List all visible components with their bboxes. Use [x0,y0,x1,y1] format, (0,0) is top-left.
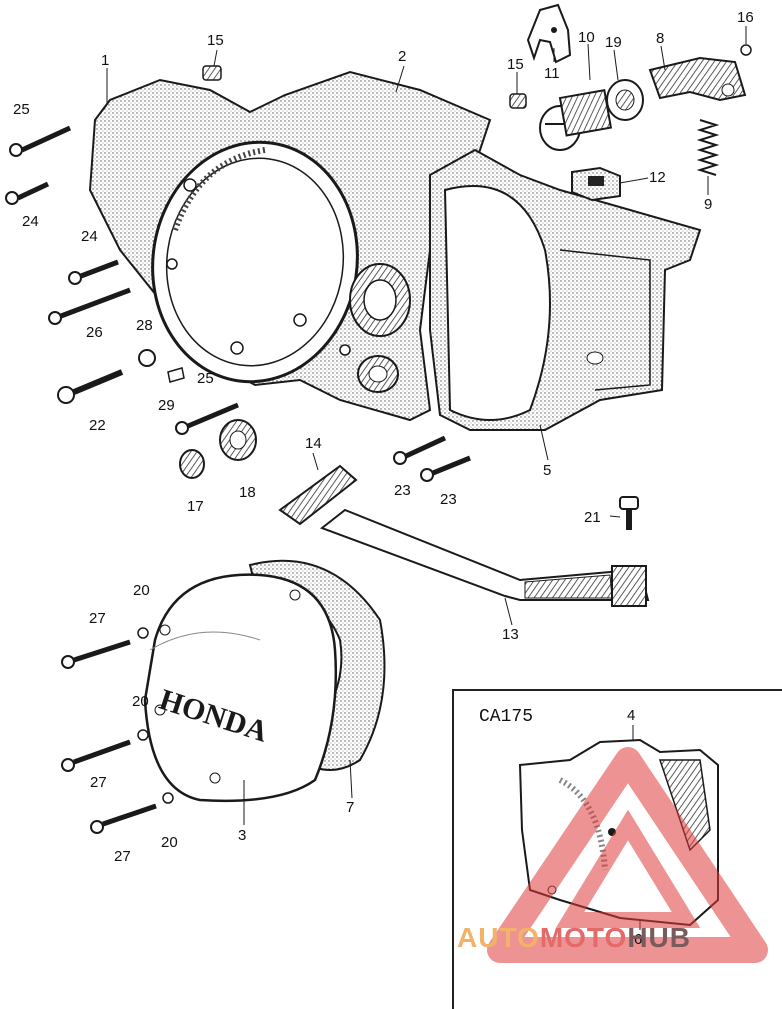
label-part-15b: 15 [507,56,524,73]
label-part-14: 14 [305,435,322,452]
bearing-assembly-10-19 [539,79,644,151]
bolt-25-top [9,125,72,157]
bolts-left [5,125,639,530]
bolt-23-b [420,455,471,482]
label-part-29: 29 [158,397,175,414]
label-part-2: 2 [398,48,407,65]
label-part-24a: 24 [22,213,39,230]
label-part-19: 19 [605,34,622,51]
crankcase-cover-left [88,70,492,422]
label-part-4: 4 [627,707,636,724]
bolt-27-c [90,803,157,834]
inset-title: CA175 [479,707,534,727]
oil-seal-18 [219,419,257,461]
label-part-22: 22 [89,417,106,434]
watermark-part1: AUTO [457,922,540,953]
label-part-21: 21 [584,509,601,526]
label-part-27b: 27 [90,774,107,791]
dowel-pin-15b [509,93,527,109]
label-part-27c: 27 [114,848,131,865]
bolt-21 [619,496,639,530]
bolt-27-a [61,639,131,669]
washer-28 [138,349,156,367]
label-part-7: 7 [346,799,355,816]
label-part-15a: 15 [207,32,224,49]
label-part-11: 11 [544,65,560,82]
watermark-text: AUTOMOTOHUB [457,922,691,954]
label-part-3: 3 [238,827,247,844]
rubber-12 [571,166,621,202]
bolt-27-b [61,739,131,772]
screw-29 [167,367,185,383]
washer-20-b [137,729,149,741]
label-part-1: 1 [101,52,110,69]
bolt-26 [48,287,131,325]
label-part-10: 10 [578,29,595,46]
watermark-part2: MOTO [539,922,628,953]
label-part-28: 28 [136,317,153,334]
label-part-12: 12 [649,169,666,186]
dowel-pin-15a [202,65,222,81]
label-part-20b: 20 [132,693,149,710]
bolt-23-a [393,435,447,465]
gasket-7 [248,559,386,771]
bolt-22 [57,369,124,404]
label-part-6: 6 [634,931,643,948]
cover-bolts [61,627,174,834]
label-part-18: 18 [239,484,256,501]
label-part-8: 8 [656,30,665,47]
kick-rubber-14 [278,464,358,526]
label-part-13: 13 [502,626,519,643]
bolt-25-low [175,402,239,435]
label-part-16: 16 [737,9,754,26]
switch-8 [648,56,747,102]
washer-20-c [162,792,174,804]
washer-20-a [137,627,149,639]
watermark-logo [487,747,768,963]
label-part-20a: 20 [133,582,150,599]
label-part-23b: 23 [440,491,457,508]
label-part-24b: 24 [81,228,98,245]
shift-fork-11 [526,3,572,64]
spring-9 [696,119,720,176]
bolt-24-mid [68,259,119,285]
label-part-26: 26 [86,324,103,341]
label-part-9: 9 [704,196,713,213]
label-part-25b: 25 [197,370,214,387]
washer-16 [740,44,752,56]
clutch-cover-3: HONDA [143,573,338,803]
label-part-25a: 25 [13,101,30,118]
inset-frame [452,689,782,1009]
label-part-23a: 23 [394,482,411,499]
oil-seal-17 [179,449,205,479]
right-side-cover [429,148,702,431]
label-part-20c: 20 [161,834,178,851]
label-part-27a: 27 [89,610,106,627]
watermark-part3: HUB [627,922,691,953]
label-part-17: 17 [187,498,204,515]
bolt-24-top [5,181,50,205]
label-part-5: 5 [543,462,552,479]
kick-arm-13 [319,508,650,607]
